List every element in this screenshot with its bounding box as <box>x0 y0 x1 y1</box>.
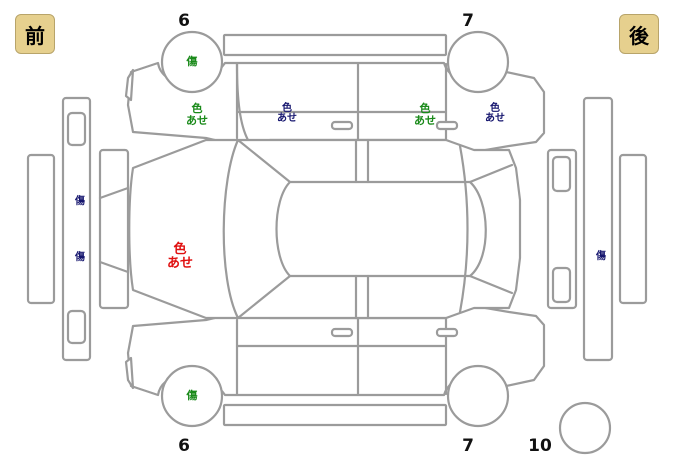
mark-front-door-top-line2: あせ <box>277 113 297 124</box>
mark-front-bumper-lower: 傷 <box>75 252 85 263</box>
wheel-rear-top <box>446 30 510 94</box>
mark-front-door-top: 色 あせ <box>277 104 297 124</box>
mark-fender-top-line1: 色 <box>191 102 203 115</box>
rear-bumper <box>582 96 614 362</box>
bottom-roof-rail <box>222 403 448 427</box>
front-bumper-outer <box>26 153 56 305</box>
mark-hood: 色 あせ <box>167 243 193 270</box>
rear-bumper-outer <box>618 153 648 305</box>
mark-hood-line1: 色 <box>173 242 187 257</box>
mark-hood-line2: あせ <box>166 255 194 271</box>
front-bumper <box>61 96 92 362</box>
number-spare: 10 <box>528 436 552 456</box>
front-grille <box>98 148 130 310</box>
mark-quarter-top-line2: あせ <box>485 113 505 124</box>
mark-fender-top: 色 あせ <box>186 103 208 126</box>
number-top-right: 7 <box>462 11 474 31</box>
mark-rear-door-top: 色 あせ <box>414 103 436 126</box>
rear-badge: 後 <box>619 14 659 54</box>
number-top-left: 6 <box>178 11 190 31</box>
front-badge: 前 <box>15 14 55 54</box>
wheel-front-bottom <box>160 364 224 428</box>
mark-fender-top-line2: あせ <box>186 113 208 127</box>
wheel-rear-bottom <box>446 364 510 428</box>
mark-rear-door-top-line1: 色 <box>419 102 431 115</box>
number-bottom-left: 6 <box>178 436 190 456</box>
mark-wheel-front-bottom: 傷 <box>186 389 198 402</box>
mark-quarter-top: 色 あせ <box>485 104 505 124</box>
mark-rear-door-top-line2: あせ <box>414 113 436 127</box>
number-bottom-right: 7 <box>462 436 474 456</box>
center-roof <box>275 180 487 278</box>
top-roof-rail <box>222 33 448 57</box>
mark-rear-bumper: 傷 <box>596 251 606 262</box>
mark-front-door-top-line1: 色 <box>282 103 292 114</box>
wheel-front-top <box>160 30 224 94</box>
spare-tire <box>558 401 612 455</box>
mark-front-bumper-upper: 傷 <box>75 196 85 207</box>
mark-quarter-top-line1: 色 <box>490 103 500 114</box>
mark-wheel-front-top: 傷 <box>186 55 198 68</box>
